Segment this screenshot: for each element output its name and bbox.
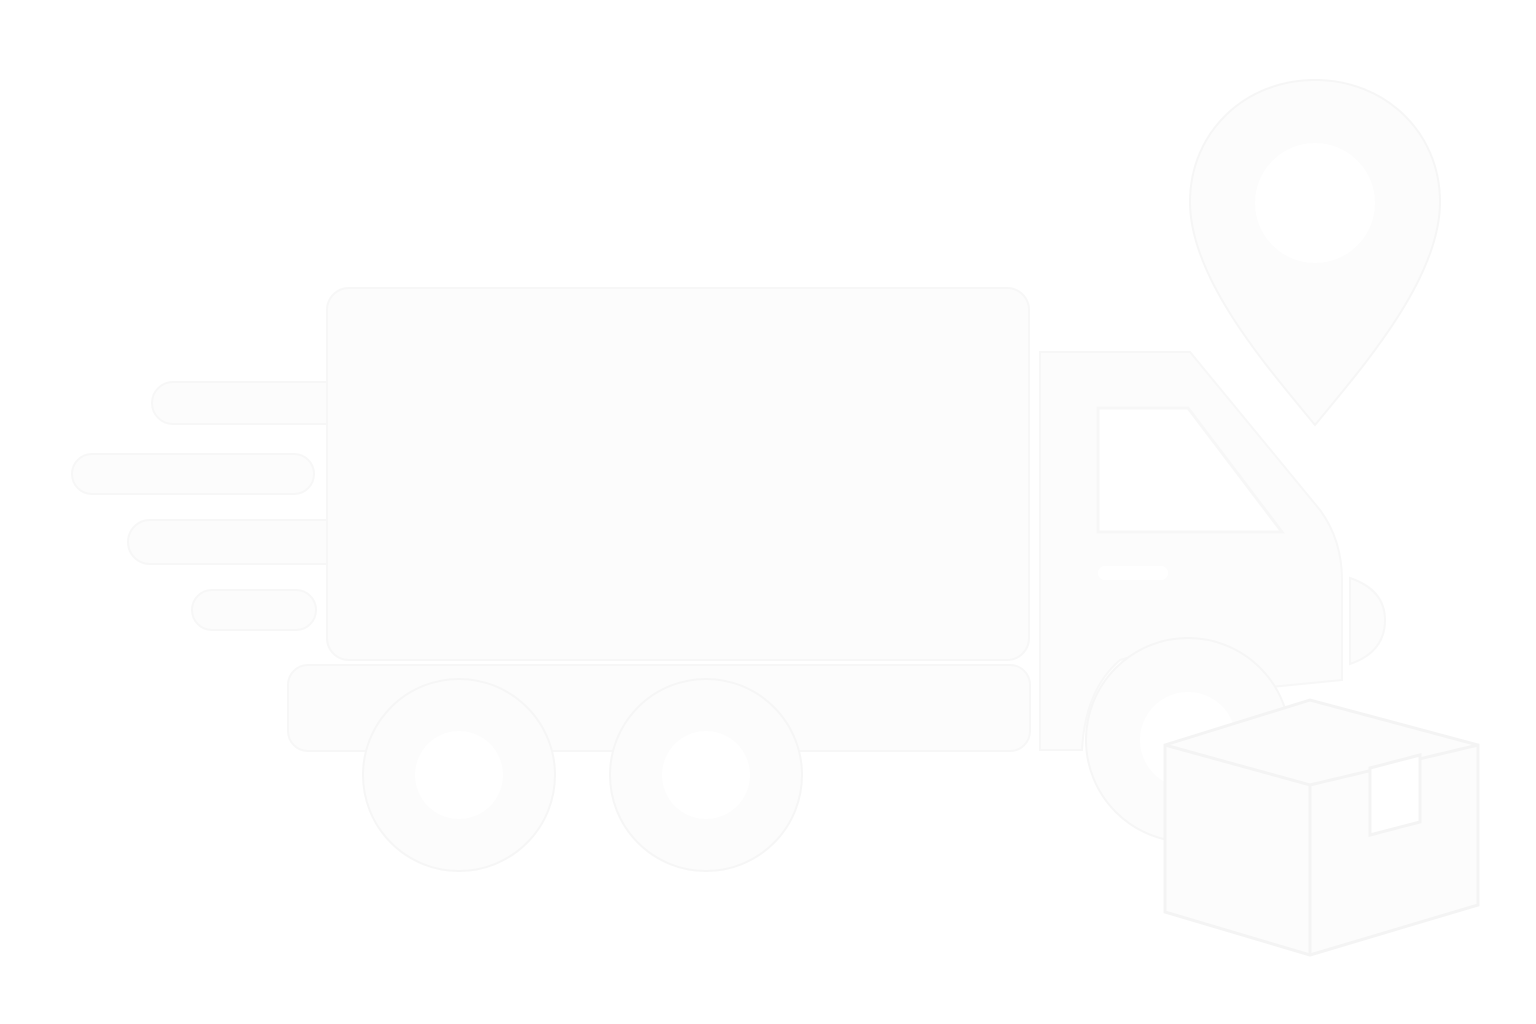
wheel-icon [609,678,803,872]
wheel-icon [362,678,556,872]
location-pin-icon [1188,78,1442,427]
speed-lines-icon [71,381,408,631]
parcel-icon [1163,698,1480,957]
cab-window [1096,406,1286,580]
cargo-box-icon [287,287,1031,752]
